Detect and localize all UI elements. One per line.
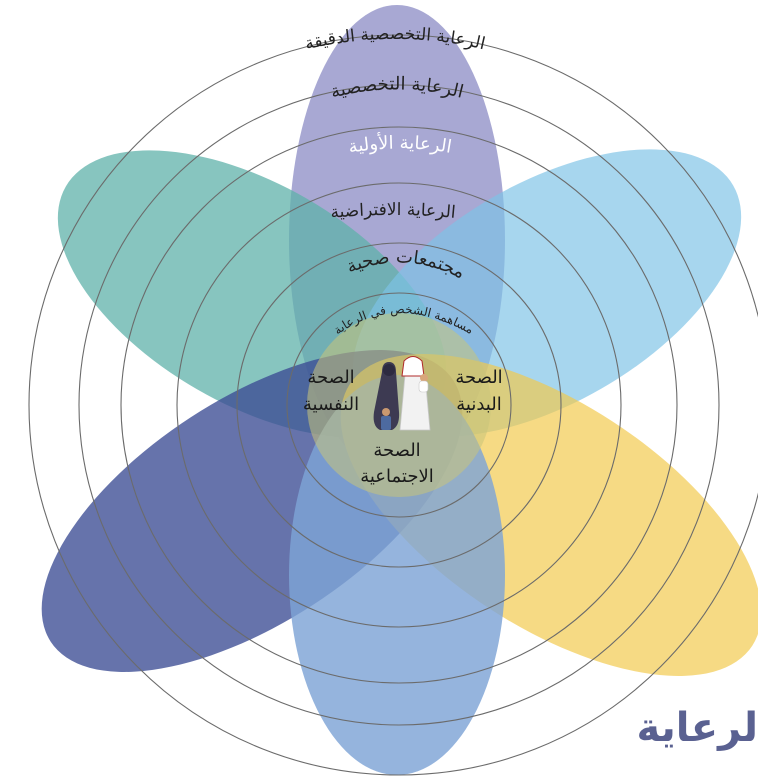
rings	[28, 34, 758, 776]
ring-1	[28, 34, 758, 776]
ring-6	[286, 292, 512, 518]
cropped-title: لرعاية	[636, 705, 758, 751]
ring-3	[120, 126, 678, 684]
ring-4	[176, 182, 622, 628]
social-health-line1: الصحة	[373, 440, 420, 461]
mental-health-line1: الصحة	[307, 367, 354, 388]
physical-health-line2: البدنية	[456, 394, 501, 415]
mental-health-line2: النفسية	[303, 394, 359, 415]
center-circle	[307, 313, 491, 497]
physical-health-line1: الصحة	[455, 367, 502, 388]
center-labels: الصحة البدنية الصحة النفسية الصحة الاجتم…	[303, 367, 503, 487]
ring-5	[236, 242, 562, 568]
ring-label-4: الرعاية الافتراضية	[330, 200, 457, 223]
ring-2	[78, 84, 720, 726]
social-health-line2: الاجتماعية	[360, 466, 434, 487]
family-icon	[373, 356, 431, 431]
